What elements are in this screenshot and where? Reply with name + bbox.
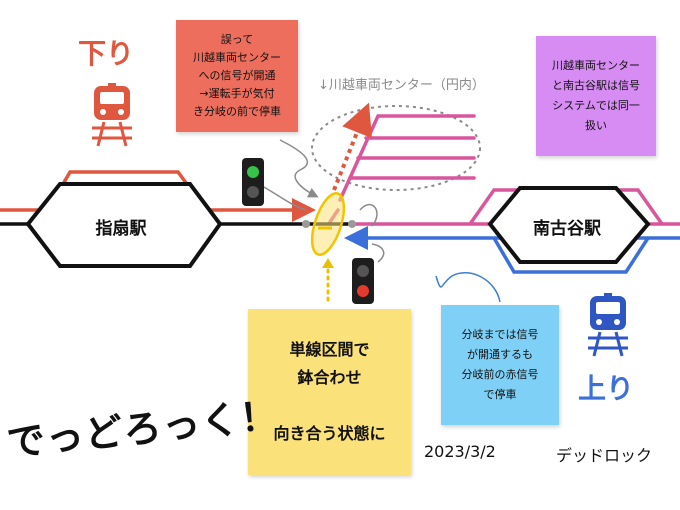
depot-label: ↓川越車両センター（円内） [318, 78, 485, 93]
note-single-track-text: 単線区間で 鉢合わせ 向き合う状態に [273, 340, 386, 443]
note-signal-system-text: 川越車両センター と南古谷駅は信号 システムでは同一 扱い [552, 59, 640, 132]
depot-tracks [328, 114, 476, 224]
note-misrouted-signal: 誤って 川越車両センター への信号が開通 →運転手が気付 き分岐の前で停車 [176, 20, 298, 132]
train-icon-down [92, 83, 132, 147]
station-right-shape [487, 186, 651, 264]
red-note-connector [279, 139, 319, 198]
train-icon-up [588, 293, 628, 357]
red-signal-connector [371, 243, 385, 263]
station-left-shape [25, 182, 223, 268]
blue-note-connector [435, 271, 501, 303]
note-single-track: 単線区間で 鉢合わせ 向き合う状態に [248, 309, 411, 475]
single-track-pointer-head [322, 258, 334, 268]
right-lower-track [492, 237, 650, 274]
down-direction-label: 下り [78, 37, 135, 70]
signal-green-icon [242, 158, 264, 206]
switch-point-left [302, 220, 310, 228]
note-red-signal-stop-text: 分岐までは信号 が開通するも 分岐前の赤信号 で停車 [461, 328, 539, 401]
station-left-name: 指扇駅 [95, 219, 147, 239]
purple-note-connector [359, 203, 378, 227]
up-direction-label: 上り [578, 372, 635, 405]
note-misrouted-signal-text: 誤って 川越車両センター への信号が開通 →運転手が気付 き分岐の前で停車 [193, 33, 281, 118]
misrouted-path-arrow [332, 102, 372, 191]
deadlock-label: デッドロック [556, 446, 653, 465]
signal-red-icon [352, 258, 374, 304]
note-signal-system: 川越車両センター と南古谷駅は信号 システムでは同一 扱い [536, 36, 656, 156]
station-right-name: 南古谷駅 [533, 219, 601, 239]
switch-point-right [348, 220, 356, 228]
depot-circle [311, 105, 481, 191]
note-red-signal-stop: 分岐までは信号 が開通するも 分岐前の赤信号 で停車 [441, 305, 559, 425]
signal-connector [261, 185, 307, 211]
date-label: 2023/3/2 [424, 442, 496, 461]
